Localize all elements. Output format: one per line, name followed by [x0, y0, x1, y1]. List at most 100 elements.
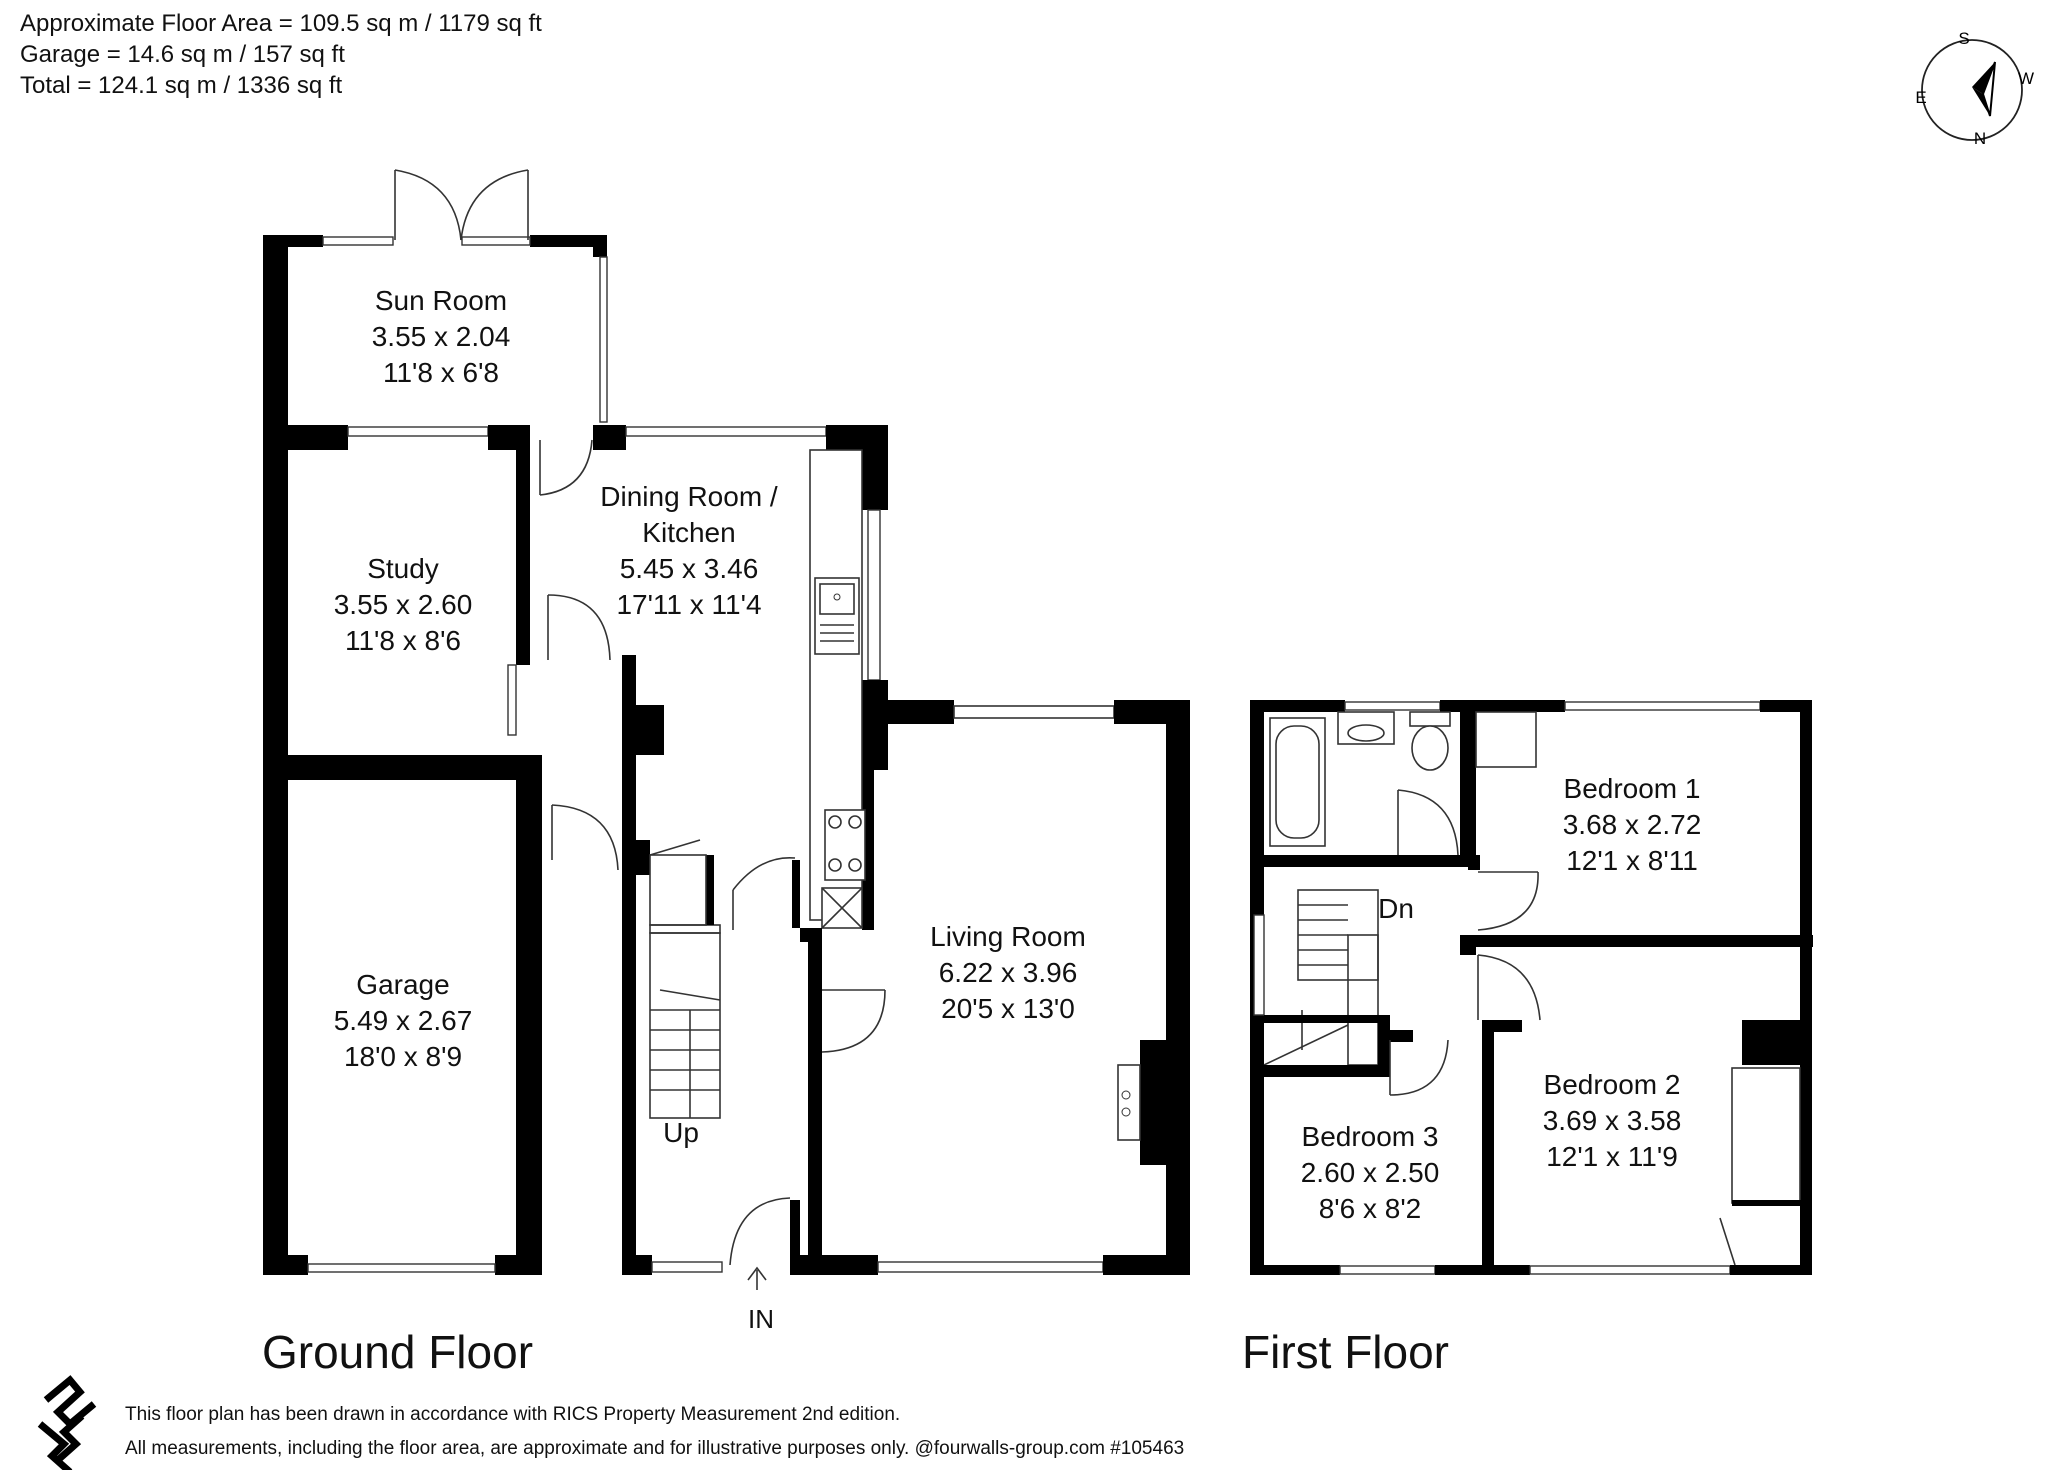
window [625, 426, 827, 437]
wall [706, 855, 714, 925]
svg-text:Bedroom 3: Bedroom 3 [1302, 1121, 1439, 1152]
sliding-door [953, 705, 1115, 719]
toilet-icon [1409, 711, 1451, 771]
wall [808, 1255, 878, 1275]
svg-text:Kitchen: Kitchen [642, 517, 735, 548]
wall [530, 235, 607, 247]
svg-text:Bedroom 1: Bedroom 1 [1564, 773, 1701, 804]
wall [622, 1255, 652, 1275]
wall [1440, 700, 1565, 712]
measurement-note: All measurements, including the floor ar… [125, 1438, 1185, 1459]
stair-landing [649, 924, 721, 934]
footer-disclaimer: This floor plan has been drawn in accord… [125, 1398, 1184, 1466]
wall [1800, 700, 1812, 1275]
room-label-study: Study 3.55 x 2.60 11'8 x 8'6 [334, 553, 473, 656]
fireplace-chimney [1140, 1040, 1166, 1165]
wall [263, 235, 323, 247]
svg-text:Bedroom 2: Bedroom 2 [1544, 1069, 1681, 1100]
wall [1250, 1265, 1340, 1275]
window [1564, 701, 1761, 711]
door-swing [821, 989, 886, 1053]
svg-text:11'8 x 6'8: 11'8 x 6'8 [383, 357, 499, 388]
door-leaf [1719, 1217, 1736, 1266]
svg-text:3.55 x 2.60: 3.55 x 2.60 [334, 589, 473, 620]
wall [1482, 1020, 1494, 1275]
wall [1250, 700, 1345, 712]
stairs-up-label: Up [663, 1117, 699, 1148]
wall [622, 655, 636, 1275]
wall [1264, 1015, 1379, 1023]
svg-text:Garage: Garage [356, 969, 449, 1000]
ground-floor-plan: Sun Room 3.55 x 2.04 11'8 x 6'8 Study 3.… [262, 169, 1190, 1378]
cupboard [649, 854, 707, 926]
window [461, 236, 531, 246]
wall [1378, 1030, 1413, 1042]
wall [593, 425, 626, 450]
window [877, 1261, 1104, 1273]
garage-door [307, 1263, 496, 1273]
garage-area: Garage = 14.6 sq m / 157 sq ft [20, 41, 345, 68]
door-swing [394, 169, 462, 241]
wall [516, 435, 530, 665]
wall [1166, 700, 1190, 1275]
wall [1250, 1065, 1390, 1077]
door-swing [547, 594, 611, 661]
wall [516, 755, 542, 1275]
wall [1730, 1265, 1812, 1275]
stairs-down-label: Dn [1378, 893, 1414, 924]
compass-w: W [2018, 69, 2034, 88]
entrance-label: IN [748, 1304, 774, 1334]
svg-text:3.69 x 3.58: 3.69 x 3.58 [1543, 1105, 1682, 1136]
window [1339, 1265, 1436, 1275]
room-label-dining-kitchen: Dining Room / Kitchen 5.45 x 3.46 17'11 … [600, 481, 778, 620]
wall [1760, 700, 1812, 712]
svg-text:Sun Room: Sun Room [375, 285, 507, 316]
ground-floor-title: Ground Floor [262, 1326, 533, 1378]
wall [1468, 855, 1480, 870]
room-label-bedroom-1: Bedroom 1 3.68 x 2.72 12'1 x 8'11 [1563, 773, 1702, 876]
total-area: Total = 124.1 sq m / 1336 sq ft [20, 72, 343, 99]
wardrobe [1731, 1067, 1801, 1204]
wall [790, 1200, 800, 1275]
fourwalls-logo-icon [37, 1375, 97, 1470]
room-label-bedroom-3: Bedroom 3 2.60 x 2.50 8'6 x 8'2 [1301, 1121, 1440, 1224]
washbasin-icon [1337, 711, 1395, 745]
entrance-arrowhead-icon [747, 1266, 767, 1281]
wall [1468, 700, 1476, 865]
wall [1103, 1255, 1190, 1275]
wall [862, 425, 888, 510]
svg-text:5.45 x 3.46: 5.45 x 3.46 [620, 553, 759, 584]
door-swing [1477, 871, 1539, 931]
wall [593, 235, 607, 257]
compass-e: E [1915, 88, 1926, 107]
chimney-breast [1742, 1020, 1800, 1065]
window [1529, 1265, 1731, 1275]
wall [263, 235, 288, 435]
wall [636, 705, 664, 755]
svg-text:11'8 x 8'6: 11'8 x 8'6 [345, 625, 461, 656]
wall [622, 840, 650, 875]
wall [1468, 935, 1813, 947]
room-label-living-room: Living Room 6.22 x 3.96 20'5 x 13'0 [930, 921, 1086, 1024]
svg-text:3.55 x 2.04: 3.55 x 2.04 [372, 321, 511, 352]
hob-icon [824, 809, 866, 881]
window [347, 426, 489, 437]
window [507, 664, 517, 736]
door-leaf [649, 839, 701, 856]
rics-note: This floor plan has been drawn in accord… [125, 1404, 901, 1425]
svg-text:6.22 x 3.96: 6.22 x 3.96 [939, 957, 1078, 988]
svg-text:17'11 x 11'4: 17'11 x 11'4 [616, 589, 761, 620]
window [322, 236, 394, 246]
svg-text:3.68 x 2.72: 3.68 x 2.72 [1563, 809, 1702, 840]
wardrobe [1475, 711, 1537, 768]
room-label-bedroom-2: Bedroom 2 3.69 x 3.58 12'1 x 11'9 [1543, 1069, 1682, 1172]
compass-s: S [1958, 29, 1969, 48]
wall [1460, 935, 1476, 955]
wall [1250, 855, 1470, 867]
first-floor-title: First Floor [1242, 1326, 1449, 1378]
front-door-swing [729, 1197, 791, 1266]
door-swing [460, 169, 529, 241]
wall [263, 755, 530, 780]
wall [495, 1255, 542, 1275]
